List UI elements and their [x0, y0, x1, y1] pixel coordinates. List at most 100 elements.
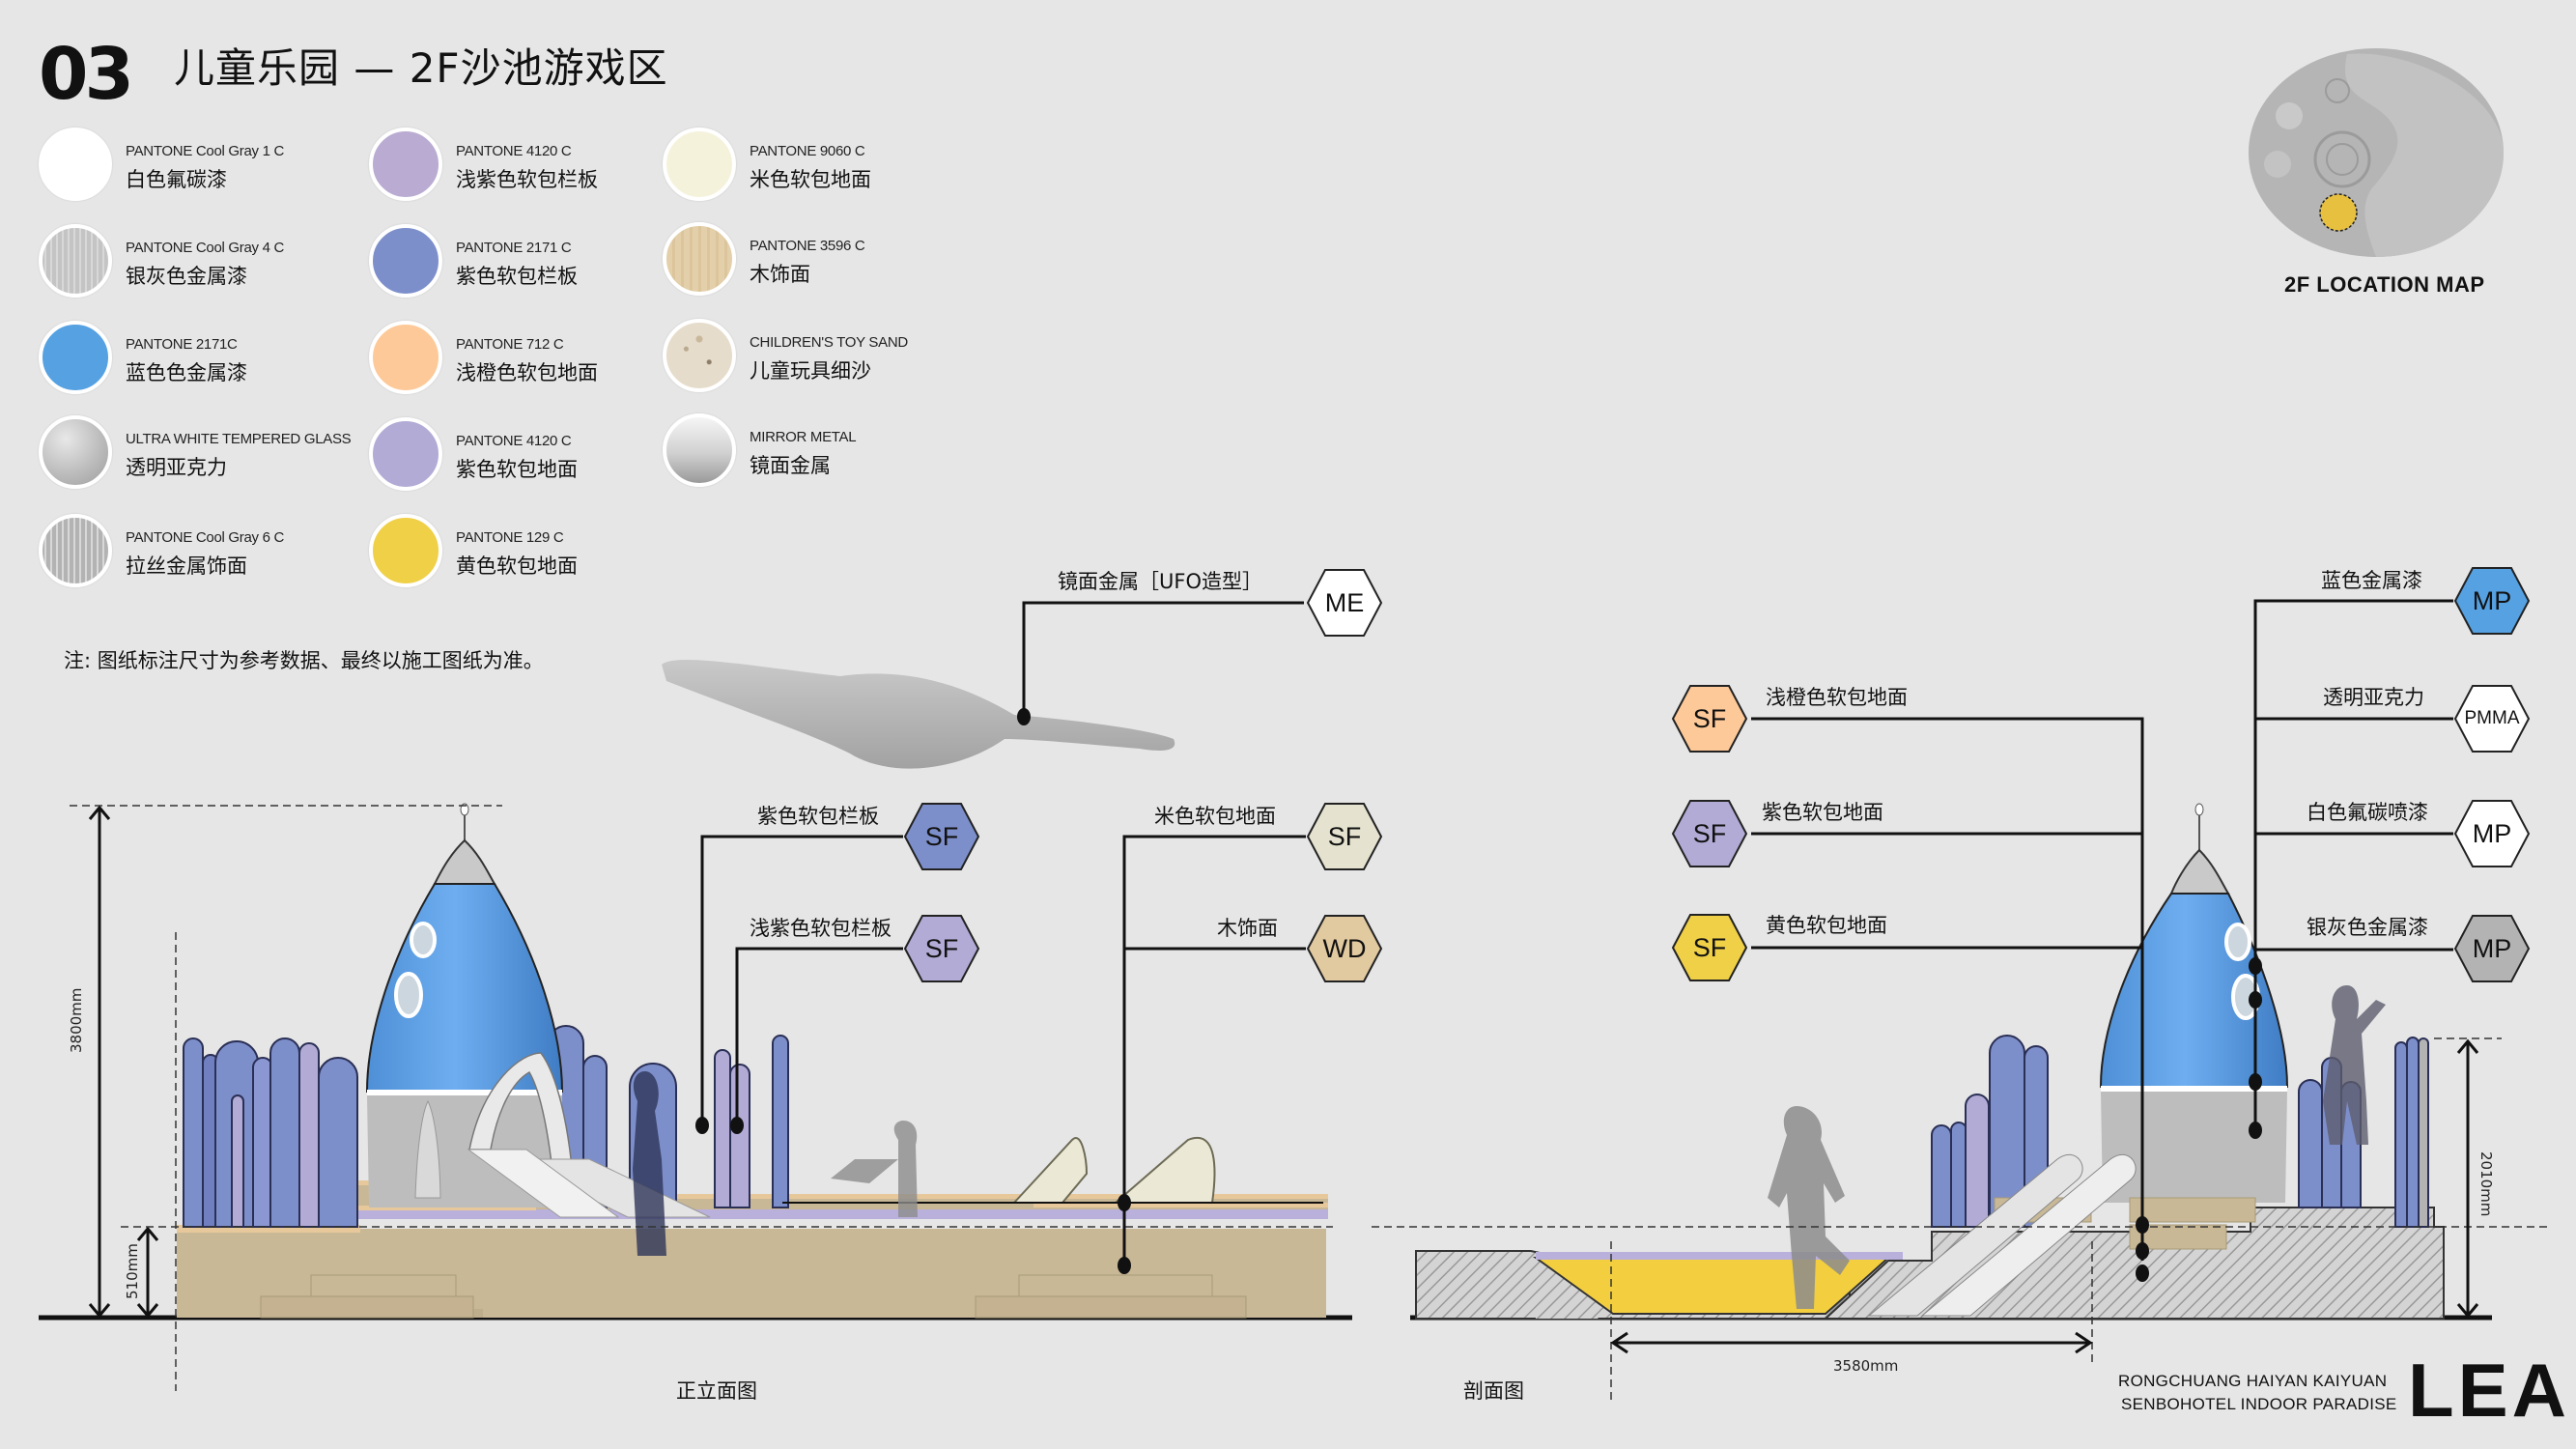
map-feature	[2326, 143, 2359, 176]
material-tag-sf-light-purple[interactable]: SF	[903, 914, 980, 983]
swatch-code: PANTONE 129 C	[456, 529, 564, 546]
swatch-name: 紫色软包地面	[456, 458, 578, 481]
swatch-yellow	[369, 514, 442, 587]
legend-item: PANTONE 3596 C 木饰面	[663, 222, 991, 303]
callout-label-orange-floor: 浅橙色软包地面	[1766, 686, 1908, 709]
swatch-code: PANTONE Cool Gray 1 C	[126, 143, 285, 159]
swatch-name: 木饰面	[750, 263, 810, 286]
caption-section: 剖面图	[1463, 1379, 1524, 1403]
swatch-code: PANTONE 2171C	[126, 336, 238, 353]
swatch-name: 蓝色色金属漆	[126, 361, 247, 384]
ufo-sculpture	[662, 659, 1175, 769]
hexagon-icon	[1671, 914, 1748, 981]
swatch-name: 米色软包地面	[750, 168, 871, 191]
swatch-glass	[39, 415, 112, 489]
swatch-light-orange	[369, 321, 442, 394]
material-code: SF	[1692, 819, 1727, 848]
material-code: MP	[2472, 819, 2512, 848]
swatch-code: PANTONE Cool Gray 4 C	[126, 240, 285, 256]
map-feature	[2264, 151, 2291, 178]
material-tag-mp-white[interactable]: MP	[2453, 799, 2531, 868]
swatch-sand	[663, 319, 736, 392]
swatch-brushed-metal	[39, 514, 112, 587]
swatch-name: 镜面金属	[750, 454, 831, 477]
location-map-caption: 2F LOCATION MAP	[2284, 272, 2485, 297]
swatch-wood	[663, 222, 736, 296]
callout-label-beige-floor: 米色软包地面	[1154, 805, 1276, 828]
swatch-name: 黄色软包地面	[456, 554, 578, 578]
swatch-name: 紫色软包栏板	[456, 265, 578, 288]
swatch-code: PANTONE 712 C	[456, 336, 564, 353]
page-title: 儿童乐园 — 2F沙池游戏区	[174, 44, 668, 92]
swatch-name: 银灰色金属漆	[126, 265, 247, 288]
brand-logo: LEA	[2408, 1348, 2570, 1433]
legend-item: ULTRA WHITE TEMPERED GLASS 透明亚克力	[39, 415, 367, 497]
material-code: WD	[1322, 934, 1367, 963]
legend-item: PANTONE 712 C 浅橙色软包地面	[369, 321, 697, 402]
material-tag-wd[interactable]: WD	[1306, 914, 1383, 983]
swatch-white	[39, 128, 112, 201]
legend-item: PANTONE 4120 C 紫色软包地面	[369, 417, 697, 498]
hexagon-icon	[903, 915, 980, 982]
material-tag-pmma[interactable]: PMMA	[2453, 684, 2531, 753]
legend-item: PANTONE 2171 C 紫色软包栏板	[369, 224, 697, 305]
material-code: PMMA	[2464, 708, 2520, 728]
hexagon-icon	[2453, 800, 2531, 867]
material-tag-me[interactable]: ME	[1306, 568, 1383, 638]
swatch-name: 透明亚克力	[126, 456, 227, 479]
swatch-name: 浅橙色软包地面	[456, 361, 598, 384]
drawing-note: 注: 图纸标注尺寸为参考数据、最终以施工图纸为准。	[64, 649, 544, 672]
legend-item: PANTONE 129 C 黄色软包地面	[369, 514, 697, 595]
hexagon-icon	[2453, 915, 2531, 982]
location-map	[2249, 48, 2504, 258]
swatch-name: 儿童玩具细沙	[750, 359, 871, 383]
map-location-marker	[2319, 193, 2358, 232]
elevation-drawing	[70, 803, 1333, 1391]
map-feature	[2325, 78, 2350, 103]
swatch-name: 浅紫色软包栏板	[456, 168, 598, 191]
material-code: SF	[1692, 704, 1727, 733]
material-tag-sf-beige[interactable]: SF	[1306, 802, 1383, 871]
callout-label-purple-fence: 紫色软包栏板	[757, 805, 879, 828]
material-tag-mp-blue[interactable]: MP	[2453, 566, 2531, 636]
swatch-code: PANTONE 9060 C	[750, 143, 865, 159]
map-feature	[2276, 102, 2303, 129]
material-tag-mp-silver[interactable]: MP	[2453, 914, 2531, 983]
hexagon-icon	[903, 803, 980, 870]
legend-item: PANTONE 2171C 蓝色色金属漆	[39, 321, 367, 402]
swatch-code: PANTONE 4120 C	[456, 143, 572, 159]
material-code: SF	[1692, 933, 1727, 962]
dimension-base-height: 510mm	[124, 1243, 141, 1299]
hexagon-icon	[1306, 803, 1383, 870]
leader-lines	[700, 599, 2453, 1265]
callout-label-acrylic: 透明亚克力	[2323, 686, 2424, 709]
material-tag-sf-orange[interactable]: SF	[1671, 684, 1748, 753]
section-drawing	[1372, 803, 2550, 1401]
map-zone-right	[2345, 53, 2504, 258]
legend-item: MIRROR METAL 镜面金属	[663, 413, 991, 495]
hexagon-icon	[1671, 800, 1748, 867]
material-tag-sf-yellow[interactable]: SF	[1671, 913, 1748, 982]
hexagon-icon	[1306, 915, 1383, 982]
dimension-total-height: 3800mm	[68, 987, 85, 1053]
swatch-beige	[663, 128, 736, 201]
callout-label-light-purple-fence: 浅紫色软包栏板	[750, 917, 892, 940]
hexagon-icon	[2453, 567, 2531, 635]
hexagon-icon	[2453, 685, 2531, 753]
material-code: ME	[1324, 588, 1365, 617]
callout-label-blue-paint: 蓝色金属漆	[2321, 569, 2422, 592]
material-code: SF	[924, 822, 959, 851]
dimension-section-width: 3580mm	[1833, 1357, 1899, 1375]
swatch-name: 白色氟碳漆	[126, 168, 227, 191]
material-tag-sf-purple[interactable]: SF	[903, 802, 980, 871]
legend-item: PANTONE 4120 C 浅紫色软包栏板	[369, 128, 697, 209]
swatch-silver-gray	[39, 224, 112, 298]
material-tag-sf-purple-floor[interactable]: SF	[1671, 799, 1748, 868]
project-name-line1: RONGCHUANG HAIYAN KAIYUAN	[2118, 1372, 2388, 1390]
swatch-code: PANTONE 4120 C	[456, 433, 572, 449]
material-code: SF	[1327, 822, 1362, 851]
rocket-elevation	[365, 803, 564, 1208]
section-number: 03	[39, 33, 134, 116]
rocket-section	[2099, 803, 2289, 1203]
legend-item: CHILDREN'S TOY SAND 儿童玩具细沙	[663, 319, 991, 400]
